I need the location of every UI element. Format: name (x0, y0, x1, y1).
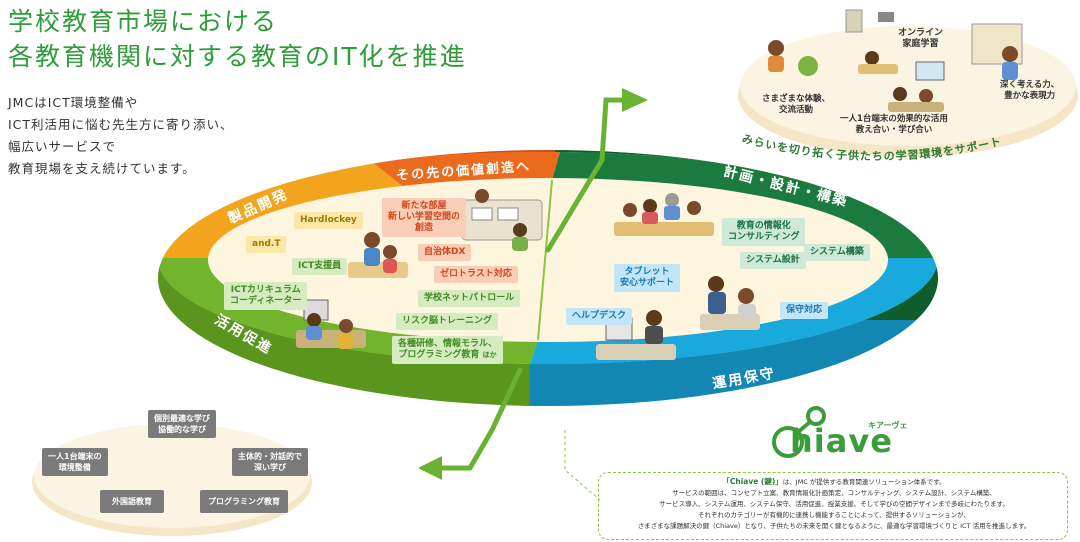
tag-ict-curriculum-line-1: ICTカリキュラム (230, 285, 301, 295)
base-tag-active-line-1: 主体的・対話的で (238, 452, 302, 461)
tag-tablet-support: タブレット 安心サポート (614, 264, 681, 292)
tag-school-net-patrol: 学校ネットパトロール (418, 290, 521, 307)
tag-tablet-line-2: 安心サポート (620, 278, 675, 288)
base-tag-active-line-2: 深い学び (254, 463, 286, 472)
tag-ict-curriculum: ICTカリキュラム コーディネーター (224, 282, 308, 310)
illustration-classroom (614, 193, 714, 236)
base-tag-device-line-2: 環境整備 (58, 463, 91, 472)
footer-line-1: 「Chiave (鍵)」は、JMC が提供する教育関連ソリューション体系です。 (722, 477, 946, 486)
illustration-maintenance (700, 276, 760, 330)
lead-line-1: JMCはICT環境整備や (8, 95, 139, 110)
footer-chiave-name: 「Chiave (鍵)」 (722, 477, 783, 486)
tag-training-line-2: プログラミング教育 ほか (398, 350, 497, 360)
tag-new-room: 新たな部屋 新しい学習空間の 創造 (382, 198, 467, 237)
future-label-deep-line-2: 豊かな表現力 (1004, 91, 1056, 101)
illustration-people-product (348, 232, 408, 278)
tag-training-etc: ほか (482, 351, 497, 359)
tag-risk-training: リスク脳トレーニング (396, 313, 499, 330)
future-label-experience-line-2: 交流活動 (779, 105, 814, 115)
base-tag-personal: 個別最適な学び 協働的な学び (148, 410, 216, 438)
base-tag-active: 主体的・対話的で 深い学び (232, 448, 308, 476)
base-tag-personal-line-1: 個別最適な学び (154, 414, 210, 423)
lead-text: JMCはICT環境整備や ICT利活用に悩む先生方に寄り添い、 幅広いサービスで… (8, 92, 234, 180)
future-label-online-line-1: オンライン (898, 28, 944, 38)
footer-line-3: サービス導入、システム運用、システム保守、活用促進、授業支援、そして学びの空間デ… (659, 500, 1009, 508)
base-tag-personal-line-2: 協働的な学び (158, 425, 206, 434)
tag-training-line-1: 各種研修、情報モラル、 (398, 339, 498, 349)
future-label-experience: さまざまな体験、 交流活動 (762, 94, 830, 116)
chiave-logo-kana: キアーヴェ (868, 421, 908, 430)
future-label-experience-line-1: さまざまな体験、 (762, 94, 831, 104)
chiave-key-icon (772, 406, 826, 458)
ring-inner-divider (537, 179, 553, 341)
lead-line-3: 幅広いサービスで (8, 139, 117, 154)
chiave-logo-word: hiave (790, 422, 893, 460)
ring-segment-value (372, 151, 560, 192)
tag-consulting: 教育の情報化 コンサルティング (722, 218, 806, 246)
connector-arrow-down (418, 456, 442, 480)
tag-system-build: システム構築 (804, 244, 870, 261)
headline-line-2: 各教育機関に対する教育のIT化を推進 (8, 42, 467, 71)
footer-description: 「Chiave (鍵)」は、JMC が提供する教育関連ソリューション体系です。 … (606, 476, 1062, 532)
ring-segment-planning (552, 152, 938, 258)
tag-new-room-line-1: 新たな部屋 (401, 201, 447, 211)
illustration-future-world (768, 9, 1023, 112)
tag-municipal-dx: 自治体DX (418, 244, 472, 261)
page-headline: 学校教育市場における 各教育機関に対する教育のIT化を推進 (8, 4, 467, 74)
tag-system-design: システム設計 (740, 252, 806, 269)
tag-zero-trust: ゼロトラスト対応 (434, 266, 518, 283)
tag-hardlockey: Hardlockey (294, 212, 363, 229)
tag-consulting-line-2: コンサルティング (728, 232, 800, 242)
connector-line-up (545, 97, 628, 253)
base-tag-device: 一人1台端末の 環境整備 (42, 448, 108, 476)
base-tag-foreign: 外国語教育 (100, 490, 164, 513)
tag-ict-support: ICT支援員 (292, 258, 348, 275)
dashed-connector (564, 430, 601, 501)
base-tag-device-line-1: 一人1台端末の (48, 452, 102, 461)
tag-maintenance: 保守対応 (780, 302, 829, 319)
tag-andt: and.T (246, 236, 287, 253)
future-label-online: オンライン 家庭学習 (898, 28, 943, 50)
tag-helpdesk: ヘルプデスク (566, 308, 633, 325)
future-label-online-line-2: 家庭学習 (902, 39, 939, 49)
tag-ict-curriculum-line-2: コーディネーター (230, 296, 302, 306)
tag-tablet-line-1: タブレット (624, 267, 670, 277)
tag-training: 各種研修、情報モラル、 プログラミング教育 ほか (392, 336, 504, 364)
headline-line-1: 学校教育市場における (8, 7, 279, 36)
lead-line-2: ICT利活用に悩む先生方に寄り添い、 (8, 117, 234, 132)
future-label-device: 一人1台端末の効果的な活用 教え合い・学び合い (840, 114, 948, 136)
future-label-device-line-2: 教え合い・学び合い (855, 125, 933, 135)
future-label-device-line-1: 一人1台端末の効果的な活用 (840, 114, 948, 124)
footer-line-4: それぞれのカテゴリーが有機的に連携し機能することによって、提供するソリューション… (698, 511, 970, 519)
lead-line-4: 教育現場を支え続けています。 (8, 161, 196, 176)
illustration-new-room (461, 189, 543, 251)
connector-line-down (437, 367, 523, 471)
footer-description-box (598, 472, 1068, 540)
tag-new-room-line-3: 創造 (415, 223, 434, 233)
future-label-deep-line-1: 深く考える力、 (1000, 80, 1060, 90)
footer-line-5: さまざまな課題解決の鍵（Chiave）となり、子供たちの未来を開く鍵となるように… (637, 522, 1031, 530)
tag-new-room-line-2: 新しい学習空間の (388, 212, 461, 222)
tag-consulting-line-1: 教育の情報化 (736, 221, 791, 231)
footer-line-2: サービスの範囲は、コンセプト立案、教育情報化計画策定、コンサルティング、システム… (672, 489, 996, 497)
illustration-people-utilization (296, 299, 366, 349)
base-tag-programming: プログラミング教育 (200, 490, 288, 513)
future-label-deep: 深く考える力、 豊かな表現力 (1000, 80, 1059, 102)
connector-arrow-up (622, 88, 648, 112)
